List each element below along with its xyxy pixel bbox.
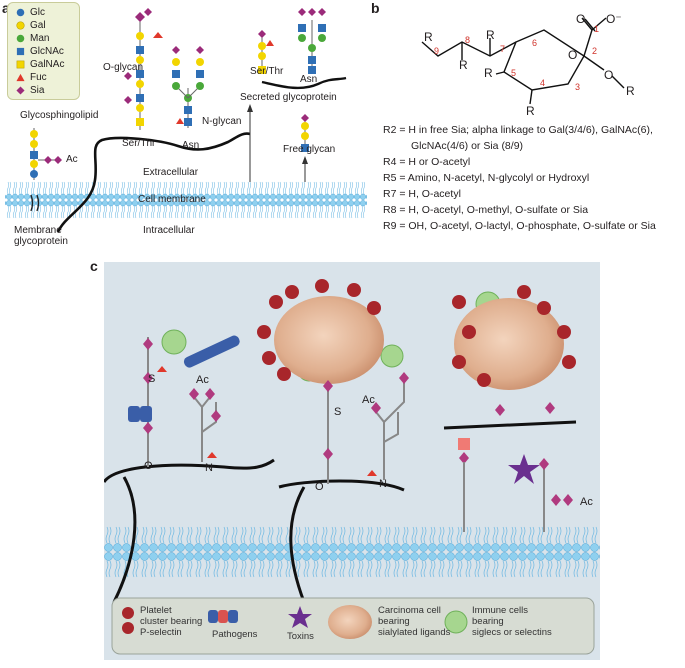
symbol-legend: Glc Gal Man GlcNAc GalNAc Fuc Sia	[7, 2, 80, 100]
carboxylate-oxygen: O⁻	[606, 12, 622, 26]
sialic-acid-structure	[421, 17, 625, 105]
blue-square-icon	[16, 47, 25, 56]
c5-number: 5	[511, 68, 517, 78]
o-label-2: O	[315, 481, 324, 493]
n-label-2: N	[379, 478, 387, 490]
legend-carcinoma-2: bearing	[378, 616, 410, 627]
ring-oxygen: O	[568, 48, 578, 62]
membrane-glycoprotein-label-1: Membrane	[14, 225, 62, 236]
c3-number: 3	[575, 82, 581, 92]
r9-definition: R9 = OH, O-acetyl, O-lactyl, O-phosphate…	[383, 220, 656, 232]
free-glycan-arrow-head	[302, 156, 308, 164]
panel-label-a: a	[2, 0, 10, 16]
r5-definition: R5 = Amino, N-acetyl, N-glycolyl or Hydr…	[383, 172, 590, 184]
r2-label: R	[626, 84, 635, 98]
panel-a-illustration	[5, 8, 367, 233]
legend-platelet-1: Platelet	[140, 605, 172, 616]
r7-label: R	[486, 28, 495, 42]
c7-number: 7	[500, 44, 506, 54]
r8-label: R	[459, 58, 468, 72]
panel-label-b: b	[371, 0, 380, 16]
panel-c-illustration	[104, 279, 600, 655]
panel-a: Glc Gal Man GlcNAc GalNAc Fuc Sia	[0, 0, 370, 250]
legend-carcinoma-3: sialylated ligands	[378, 627, 451, 638]
c8-number: 8	[465, 35, 471, 45]
gsl-glcnac	[30, 151, 38, 159]
gsl-glc	[30, 170, 38, 178]
c9-number: 9	[434, 46, 440, 56]
n-glycan-label: N-glycan	[202, 116, 242, 127]
free-glycan-label: Free glycan	[283, 144, 336, 155]
ac-label-3: Ac	[580, 496, 593, 508]
legend-immune-2: bearing	[472, 616, 504, 627]
intracellular-label: Intracellular	[143, 225, 195, 236]
green-circle-icon	[16, 34, 25, 43]
purple-diamond-icon	[16, 86, 25, 95]
c6-number: 6	[532, 38, 538, 48]
ac-label-1: Ac	[196, 374, 209, 386]
blue-circle-icon	[16, 8, 25, 17]
membrane-bilayer-a	[5, 180, 367, 220]
legend-carcinoma-1: Carcinoma cell	[378, 605, 441, 616]
s-label-1: S	[148, 373, 156, 385]
secreted-glycoprotein-backbone	[261, 76, 347, 90]
glycosphingolipid-label: Glycosphingolipid	[20, 110, 99, 121]
r9-label: R	[424, 30, 433, 44]
o-glycan-galnac	[136, 118, 144, 126]
c4-number: 4	[540, 78, 546, 88]
r4-definition: R4 = H or O-acetyl	[383, 156, 471, 168]
c1-number: 1	[594, 24, 600, 34]
yellow-square-icon	[16, 60, 25, 69]
r2-definition-line-2: GlcNAc(4/6) or Sia (8/9)	[411, 140, 524, 152]
red-triangle-icon	[16, 73, 25, 82]
panel-label-c: c	[90, 258, 98, 274]
gsl-lipid-tails	[30, 194, 40, 212]
secretion-arrow-head	[247, 104, 253, 112]
gsl-gal-1	[30, 160, 38, 168]
legend-platelet-2: cluster bearing	[140, 616, 203, 627]
o-label-1: O	[144, 460, 153, 472]
c2-number: 2	[592, 46, 598, 56]
r8-definition: R8 = H, O-acetyl, O-methyl, O-sulfate or…	[383, 204, 589, 216]
secreted-glycoprotein-label: Secreted glycoprotein	[240, 92, 337, 103]
gsl-ac-label: Ac	[66, 154, 78, 165]
asn-label: Asn	[182, 140, 200, 151]
legend-immune-3: siglecs or selectins	[472, 627, 552, 638]
r-group-definitions: R2 = H in free Sia; alpha linkage to Gal…	[383, 122, 656, 234]
o-glycan-label: O-glycan	[103, 62, 144, 73]
legend-toxins: Toxins	[287, 631, 314, 642]
carboxyl-oxygen: O	[576, 12, 586, 26]
cell-membrane-label: Cell membrane	[138, 194, 206, 205]
r2-definition-line-1: R2 = H in free Sia; alpha linkage to Gal…	[383, 124, 653, 136]
legend-immune-1: Immune cells	[472, 605, 528, 616]
gsl-gal-3	[30, 130, 38, 138]
ser-thr-secreted-label: Ser/Thr	[250, 66, 284, 77]
gsl-sia-1	[44, 156, 52, 164]
yellow-circle-icon	[16, 21, 25, 30]
legend-pathogens: Pathogens	[212, 629, 258, 640]
membrane-bilayer-c	[104, 526, 600, 584]
r4-label: R	[526, 104, 535, 118]
o-r2-oxygen: O	[604, 68, 614, 82]
ac-label-2: Ac	[362, 394, 375, 406]
membrane-glycoprotein-label-2: glycoprotein	[14, 236, 68, 247]
ser-thr-label: Ser/Thr	[122, 138, 156, 149]
asn-secreted-label: Asn	[300, 74, 318, 85]
r7-definition: R7 = H, O-acetyl	[383, 188, 461, 200]
gsl-gal-2	[30, 140, 38, 148]
s-label-2: S	[334, 406, 342, 418]
n-label-1: N	[205, 462, 213, 474]
r5-label: R	[484, 66, 493, 80]
membrane-glycoprotein-backbone	[56, 132, 251, 233]
gsl-sia-2	[54, 156, 62, 164]
legend-platelet-3: P-selectin	[140, 627, 182, 638]
extracellular-label: Extracellular	[143, 167, 199, 178]
